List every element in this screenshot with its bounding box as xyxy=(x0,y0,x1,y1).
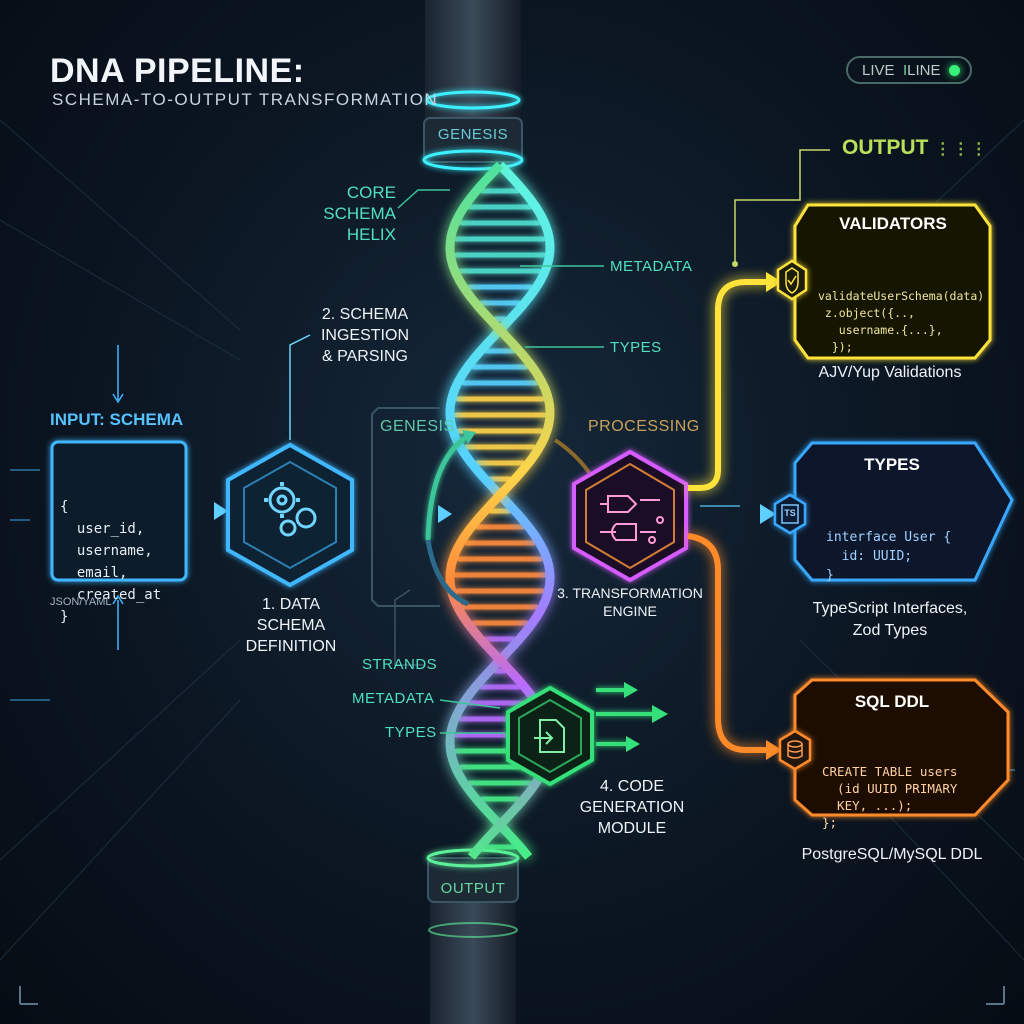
live-label: LIVE xyxy=(862,61,895,79)
helix-bottom-cap-label: OUTPUT xyxy=(440,880,506,897)
data-schema-node[interactable] xyxy=(228,445,352,585)
input-schema-code: { user_id, username, email, created_at} xyxy=(60,499,162,625)
validators-caption: AJV/Yup Validations xyxy=(818,364,962,381)
transformation-engine-node[interactable] xyxy=(574,452,686,580)
input-schema-title: INPUT: SCHEMA xyxy=(50,410,184,429)
page-subtitle: SCHEMA-TO-OUTPUT TRANSFORMATION xyxy=(52,90,439,109)
sql-ddl-caption: PostgreSQL/MySQL DDL xyxy=(801,846,983,863)
live-status-badge[interactable]: LIVE ILINE xyxy=(846,56,972,84)
processing-label: PROCESSING xyxy=(588,418,700,435)
output-label: OUTPUT ⋮⋮⋮ xyxy=(842,136,989,159)
sql-ddl-code: CREATE TABLE users (id UUID PRIMARY KEY,… xyxy=(822,764,958,830)
code-generation-node[interactable] xyxy=(508,688,592,784)
validators-title: VALIDATORS xyxy=(839,214,947,233)
typescript-file-icon: TS xyxy=(784,508,796,518)
strands-label: STRANDS xyxy=(362,656,438,673)
types-caption: TypeScript Interfaces,Zod Types xyxy=(812,600,968,639)
genesis-label: GENESIS xyxy=(380,418,455,435)
types-label: TYPES xyxy=(610,339,662,356)
database-icon xyxy=(778,728,812,772)
validators-code: validateUserSchema(data) z.object({.., u… xyxy=(818,289,985,354)
shield-check-icon xyxy=(775,258,809,302)
helix-top-cap-label: GENESIS xyxy=(437,126,509,143)
input-format-label: JSON/YAML xyxy=(50,596,112,608)
metadata-label: METADATA xyxy=(610,258,693,275)
types-title: TYPES xyxy=(864,455,920,474)
types-label-lower: TYPES xyxy=(385,724,437,741)
live-indicator-icon xyxy=(949,64,960,76)
page-title: DNA PIPELINE: xyxy=(50,52,305,90)
metadata-label-lower: METADATA xyxy=(352,690,435,707)
types-code: interface User { id: UUID;} xyxy=(826,530,952,583)
sql-ddl-title: SQL DDL xyxy=(854,692,930,711)
line-label: ILINE xyxy=(903,61,941,79)
